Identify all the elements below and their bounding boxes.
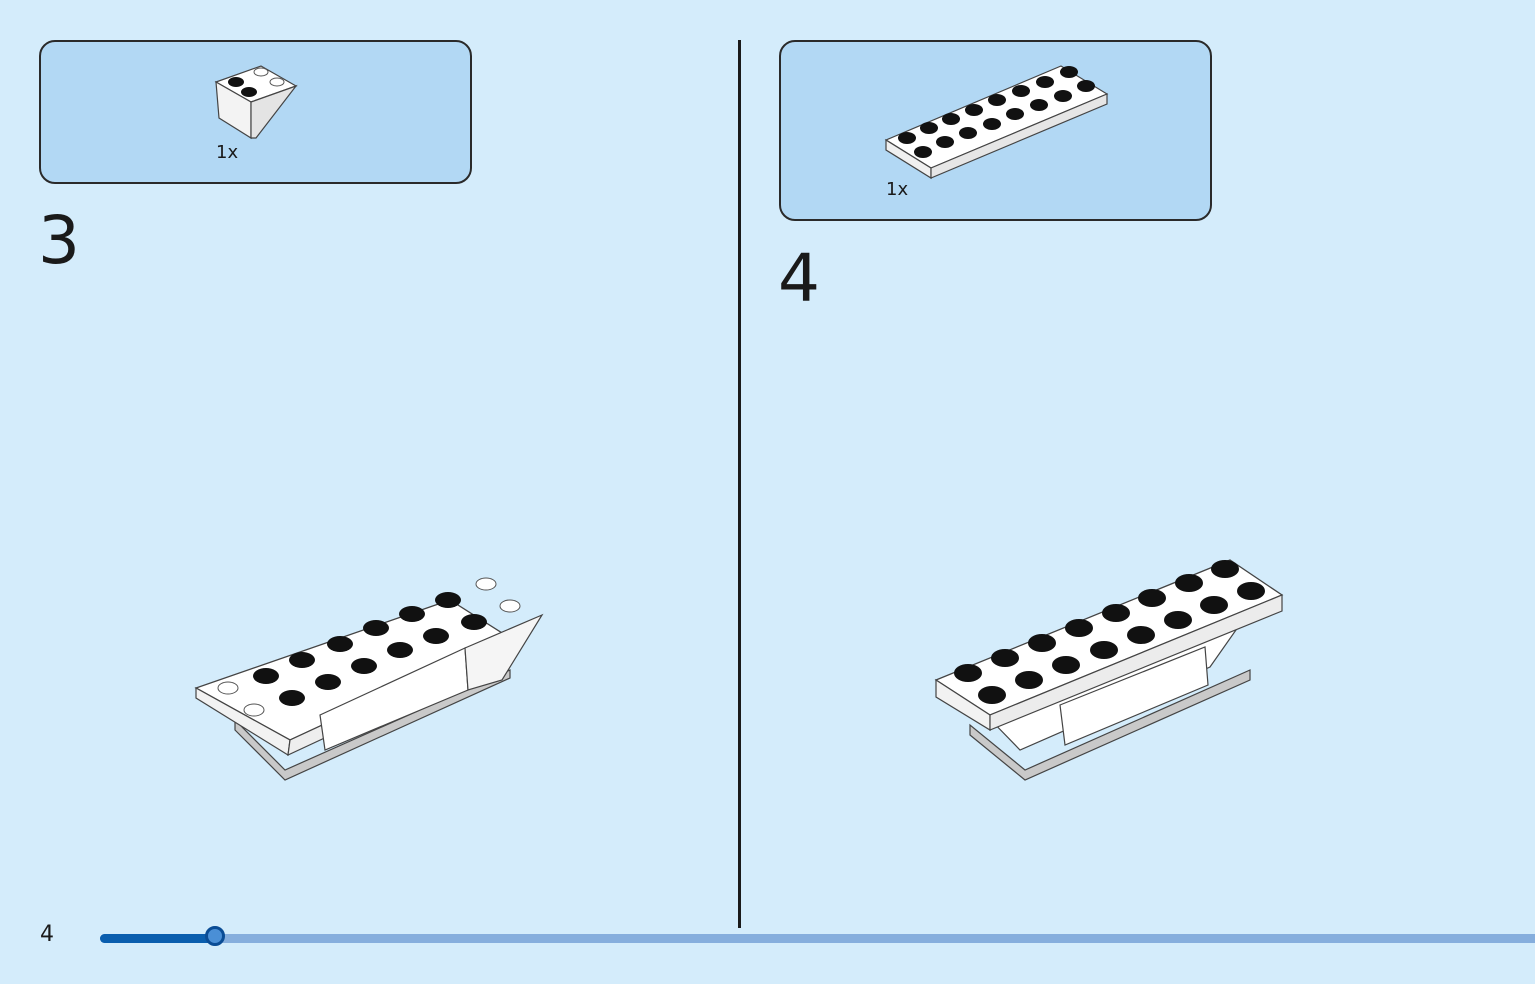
progress-fill: [100, 934, 215, 943]
progress-track: [100, 934, 1535, 943]
step-number: 4: [778, 240, 820, 317]
part-quantity: 1x: [886, 179, 909, 200]
step-number: 3: [38, 202, 80, 279]
step-3-parts-box: 1x: [39, 40, 472, 184]
progress-knob: [205, 926, 225, 946]
plate-2x8-icon: [884, 65, 1109, 180]
page-number: 4: [40, 922, 54, 947]
step-4-assembly-icon: [934, 559, 1284, 781]
part-quantity: 1x: [216, 142, 239, 163]
step-divider: [738, 40, 741, 928]
inverted-slope-brick-icon: [214, 65, 298, 140]
step-3-assembly-icon: [194, 577, 544, 781]
step-4-parts-box: 1x: [779, 40, 1212, 221]
